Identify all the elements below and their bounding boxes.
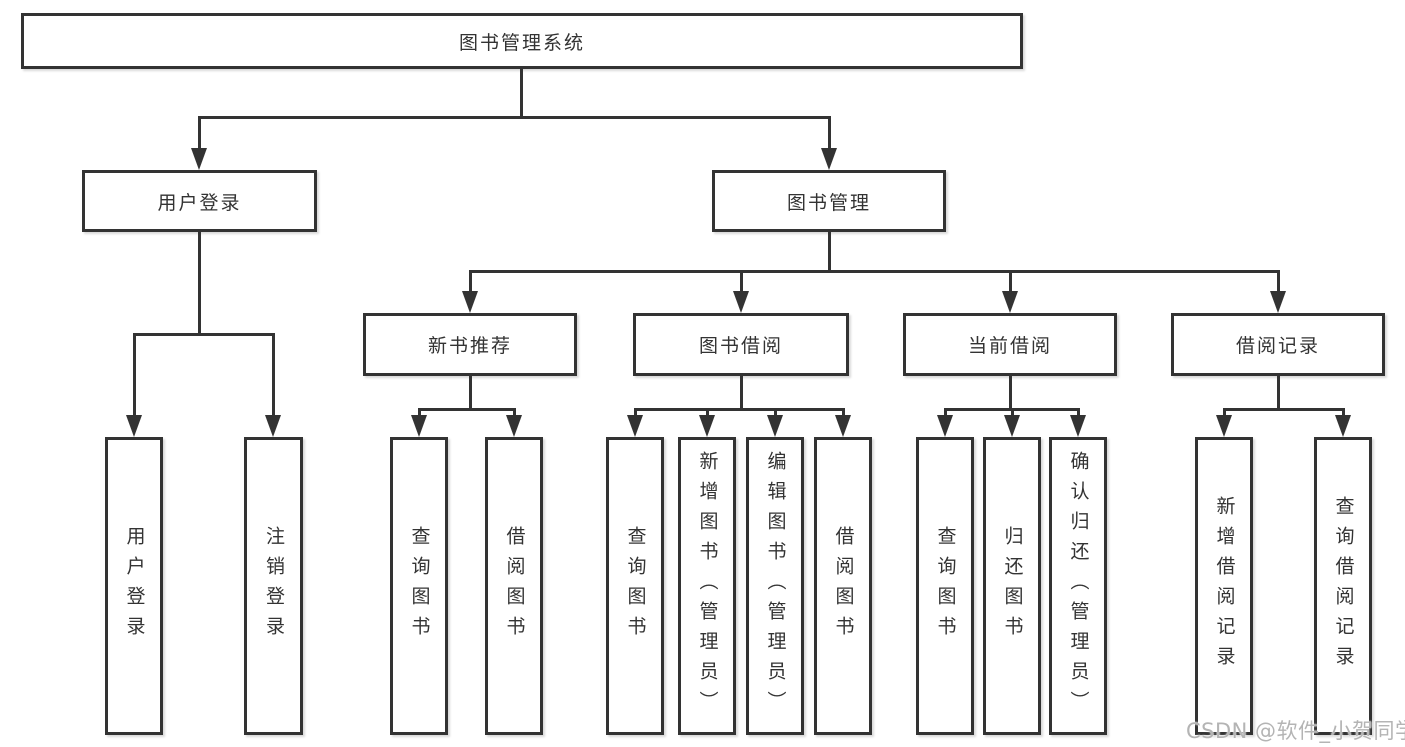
- connector-line-v: [198, 232, 201, 335]
- connector-line-v: [944, 410, 947, 419]
- connector-line-h: [418, 408, 516, 411]
- connector-line-v: [513, 410, 516, 419]
- connector-line-v: [842, 410, 845, 419]
- connector-line-v: [1009, 376, 1012, 410]
- connector-line-v: [1342, 410, 1345, 419]
- csdn-watermark: CSDN @软件_小贺同学: [1186, 719, 1405, 743]
- arrow-down-icon: [835, 415, 851, 437]
- node-book-management: 图书管理: [712, 170, 946, 232]
- arrow-down-icon: [1002, 291, 1018, 313]
- connector-line-v: [1223, 410, 1226, 419]
- arrow-down-icon: [1216, 415, 1232, 437]
- connector-line-v: [740, 272, 743, 295]
- leaf-query-books-recommend: 查询图书: [390, 437, 448, 735]
- arrow-down-icon: [699, 415, 715, 437]
- connector-line-v: [828, 232, 831, 272]
- node-library-system: 图书管理系统: [21, 13, 1023, 69]
- node-borrowing-records: 借阅记录: [1171, 313, 1385, 376]
- connector-line-h: [469, 270, 1280, 273]
- connector-line-v: [828, 118, 831, 152]
- connector-line-v: [272, 335, 275, 419]
- leaf-add-borrow-record: 新增借阅记录: [1195, 437, 1253, 735]
- connector-line-v: [1077, 410, 1080, 419]
- arrow-down-icon: [767, 415, 783, 437]
- arrow-down-icon: [627, 415, 643, 437]
- node-new-book-recommend: 新书推荐: [363, 313, 577, 376]
- connector-line-v: [1009, 272, 1012, 295]
- leaf-query-books-current: 查询图书: [916, 437, 974, 735]
- connector-line-v: [520, 69, 523, 118]
- connector-line-v: [469, 376, 472, 410]
- connector-line-v: [1277, 272, 1280, 295]
- connector-line-v: [469, 272, 472, 295]
- leaf-logout: 注销登录: [244, 437, 303, 735]
- arrow-down-icon: [462, 291, 478, 313]
- connector-line-v: [774, 410, 777, 419]
- leaf-return-books: 归还图书: [983, 437, 1041, 735]
- arrow-down-icon: [1070, 415, 1086, 437]
- connector-line-v: [706, 410, 709, 419]
- leaf-user-login: 用户登录: [105, 437, 163, 735]
- leaf-query-books-borrowing: 查询图书: [606, 437, 664, 735]
- arrow-down-icon: [1004, 415, 1020, 437]
- connector-line-v: [1277, 376, 1280, 410]
- connector-line-h: [634, 408, 845, 411]
- leaf-query-borrow-record: 查询借阅记录: [1314, 437, 1372, 735]
- arrow-down-icon: [821, 148, 837, 170]
- node-book-borrowing: 图书借阅: [633, 313, 849, 376]
- leaf-add-books-admin: 新增图书（管理员）: [678, 437, 736, 735]
- leaf-borrow-books-recommend: 借阅图书: [485, 437, 543, 735]
- arrow-down-icon: [265, 415, 281, 437]
- connector-line-v: [198, 118, 201, 152]
- connector-line-v: [133, 335, 136, 419]
- arrow-down-icon: [191, 148, 207, 170]
- arrow-down-icon: [411, 415, 427, 437]
- connector-line-v: [1011, 410, 1014, 419]
- connector-line-h: [1223, 408, 1345, 411]
- connector-line-v: [418, 410, 421, 419]
- connector-line-h: [133, 333, 275, 336]
- arrow-down-icon: [1335, 415, 1351, 437]
- connector-line-v: [740, 376, 743, 410]
- leaf-confirm-return-admin: 确认归还（管理员）: [1049, 437, 1107, 735]
- arrow-down-icon: [733, 291, 749, 313]
- connector-line-h: [944, 408, 1080, 411]
- leaf-borrow-books-borrowing: 借阅图书: [814, 437, 872, 735]
- node-user-login: 用户登录: [82, 170, 317, 232]
- connector-line-v: [634, 410, 637, 419]
- arrow-down-icon: [937, 415, 953, 437]
- node-current-borrowing: 当前借阅: [903, 313, 1117, 376]
- connector-line-h: [198, 116, 831, 119]
- arrow-down-icon: [126, 415, 142, 437]
- arrow-down-icon: [1270, 291, 1286, 313]
- arrow-down-icon: [506, 415, 522, 437]
- leaf-edit-books-admin: 编辑图书（管理员）: [746, 437, 804, 735]
